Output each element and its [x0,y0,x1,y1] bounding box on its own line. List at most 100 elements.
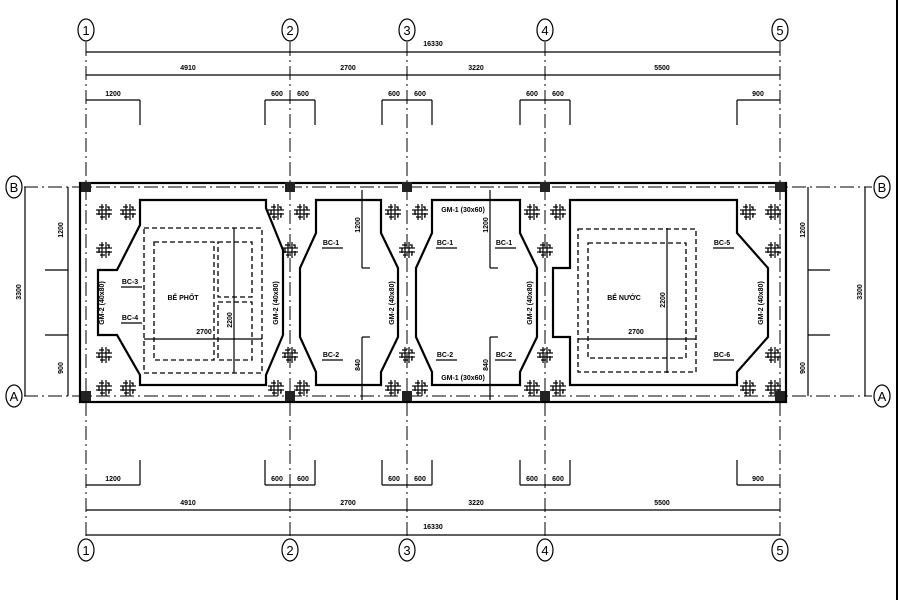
grid-label: 3 [403,543,410,558]
dimension-lines [24,51,866,536]
septic-dashed-outer [143,227,263,374]
dim-local: 600 [414,476,426,483]
grid-axes [24,42,872,540]
column-mark [285,391,295,401]
grid-label: B [878,180,887,195]
grid-label: 2 [286,23,293,38]
inner-dim: 840 [355,359,362,371]
pile-icon [120,380,136,396]
column-mark [81,391,91,401]
grid-bubble-2: 2 [281,18,299,42]
pit-3 [414,198,539,387]
dim-local: 600 [388,476,400,483]
water-dashed-outer [577,228,697,373]
beam-label-gm2: GM-2 (40x80) [273,281,280,325]
pile-icon [282,242,298,258]
column-mark [402,391,412,401]
pile-icon [96,242,112,258]
beam-label-bc2: BC-2 [496,352,512,359]
pit-2 [298,198,400,387]
pile-icon [96,380,112,396]
beam-label-gm1: GM-1 (30x60) [441,207,485,214]
pile-icon [120,204,136,220]
dim-span: 2700 [340,500,356,507]
septic-height-dim: 2200 [227,312,234,328]
septic-pit-label: BỂ PHỐT [167,292,199,302]
beam-label-bc1: BC-1 [496,240,512,247]
inner-dim: 1200 [355,217,362,233]
water-width-dim: 2700 [628,329,644,336]
pile-icon [524,204,540,220]
dim-left-bottom: 900 [58,362,65,374]
pile-icon [765,204,781,220]
beam-label-gm2: GM-2 (40x80) [527,281,534,325]
dim-right-overall: 3300 [857,284,864,300]
grid-bubble-1: 1 [77,18,95,42]
column-mark [775,182,785,192]
dim-local: 600 [414,91,426,98]
grid-bubble-3: 3 [398,538,416,562]
dim-local: 1200 [105,91,121,98]
grid-bubble-A: A [5,384,23,408]
grid-bubble-5: 5 [771,18,789,42]
beam-label-bc3: BC-3 [122,279,138,286]
dim-local: 600 [526,91,538,98]
dim-left-overall: 3300 [16,284,23,300]
beam-label-gm2: GM-2 (40x80) [758,281,765,325]
dim-local: 600 [552,476,564,483]
pile-icon [740,380,756,396]
dim-local: 600 [271,91,283,98]
septic-dashed-inner [153,241,215,361]
pile-icon [412,380,428,396]
septic-width-dim: 2700 [196,329,212,336]
grid-bubble-1: 1 [77,538,95,562]
dim-local: 1200 [105,476,121,483]
grid-label: 4 [541,23,548,38]
water-pit [551,198,770,387]
pile-icon [399,242,415,258]
grid-bubble-A: A [873,384,891,408]
grid-bubble-B: B [873,175,891,199]
dim-total: 16330 [423,524,443,531]
column-mark [540,182,550,192]
pile-icon [96,204,112,220]
pile-icon [294,380,310,396]
pile-icon [385,380,401,396]
water-height-dim: 2200 [660,292,667,308]
dim-local: 600 [552,91,564,98]
dim-span: 4910 [180,65,196,72]
dim-span: 5500 [654,500,670,507]
dim-local: 600 [526,476,538,483]
grid-label: 3 [403,23,410,38]
pile-icon [765,380,781,396]
dim-right-top: 1200 [800,222,807,238]
dim-span: 5500 [654,65,670,72]
column-mark [285,182,295,192]
grid-label: 1 [82,543,89,558]
pits [96,190,770,400]
dim-local: 600 [271,476,283,483]
inner-dim: 840 [483,359,490,371]
foundation-outline [78,181,788,404]
beam-label-bc6: BC-6 [714,352,730,359]
pile-icon [96,347,112,363]
water-pit-label: BỂ NƯỚC [607,293,641,302]
drawing-labels: 1633016330491049102700270032203220550055… [16,41,864,531]
beam-label-gm2: GM-2 (40x80) [389,281,396,325]
beam-label-bc1: BC-1 [437,240,453,247]
inner-dim: 1200 [483,217,490,233]
pile-icon [412,204,428,220]
column-mark [775,391,785,401]
pile-icon [294,204,310,220]
column-mark [540,391,550,401]
pile-icon [282,347,298,363]
dim-local: 600 [297,476,309,483]
dim-span: 3220 [468,500,484,507]
pile-icon [268,380,284,396]
dim-span: 3220 [468,65,484,72]
pile-icon [537,242,553,258]
pile-icon [537,347,553,363]
pile-icon [385,204,401,220]
